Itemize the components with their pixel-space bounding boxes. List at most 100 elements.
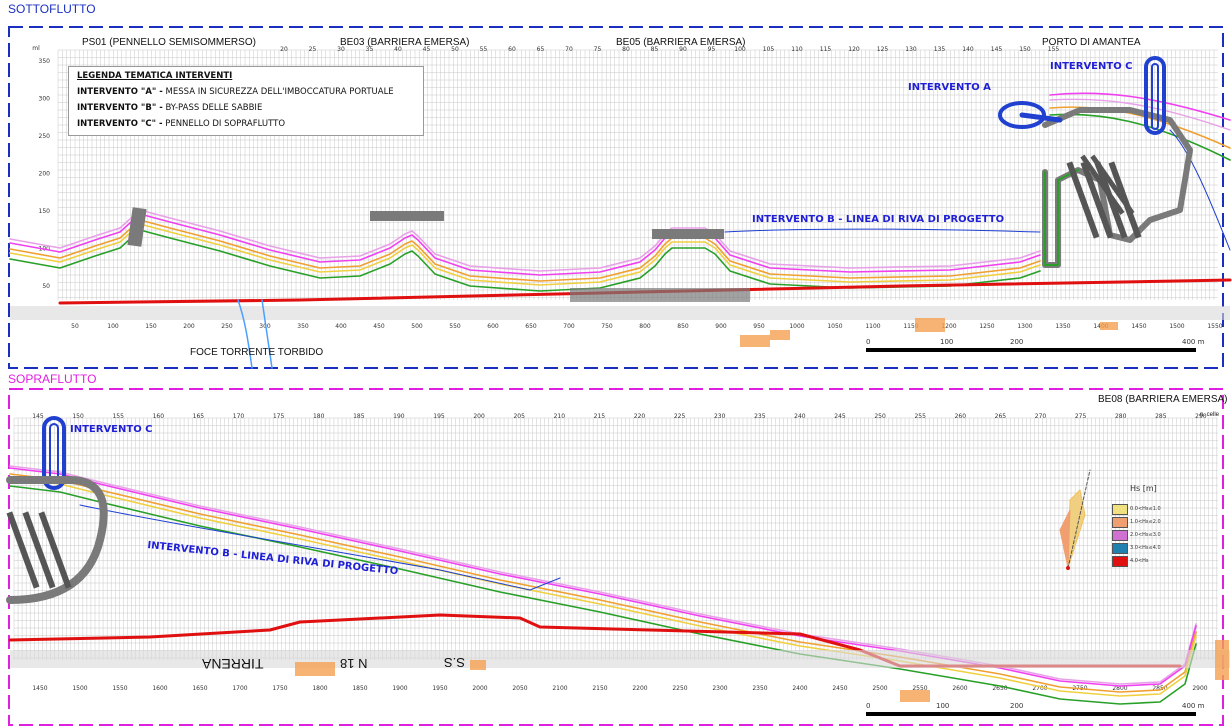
chainage-tick-label: 2350 [752,685,767,692]
cell-tick-label: 115 [820,46,832,53]
chainage-tick-label: 1450 [32,685,47,692]
cell-tick-label: 290 [1195,413,1207,420]
chainage-tick-label: 1350 [1055,323,1070,330]
chainage-tick-label: 50 [71,323,79,330]
cell-tick-label: 155 [112,413,124,420]
shoreline-top [9,219,1041,282]
shoreline-top [1049,98,1231,131]
cell-tick-label: 270 [1035,413,1047,420]
chainage-tick-label: 350 [297,323,309,330]
chainage-tick-label: 2700 [1032,685,1047,692]
cell-tick-label: 285 [1155,413,1167,420]
intervento-b-line-bottom [79,504,561,591]
bottom-grid [13,417,1218,660]
chainage-tick-label: 2450 [832,685,847,692]
shoreline-bottom [9,467,1197,687]
shoreline-top [1049,92,1231,121]
ps01-label: PS01 (PENNELLO SEMISOMMERSO) [82,37,256,48]
chainage-tick-label: 2500 [872,685,887,692]
cell-tick-label: 175 [273,413,285,420]
n-celle-label: n. celle [1200,412,1220,418]
building [295,662,335,676]
y-tick-label: 250 [39,133,51,140]
chainage-tick-label: 1550 [1207,323,1222,330]
building [740,335,770,347]
chainage-tick-label: 2050 [512,685,527,692]
be03-structure [370,211,444,221]
legend-title: LEGENDA TEMATICA INTERVENTI [77,71,233,81]
wave-rose-center [1066,566,1070,570]
interventi-legend: LEGENDA TEMATICA INTERVENTI INTERVENTO "… [68,66,424,136]
cell-tick-label: 70 [565,46,573,53]
cell-tick-label: 150 [1019,46,1031,53]
chainage-tick-label: 1500 [1169,323,1184,330]
intervento-b-line-top [724,228,1041,233]
cell-tick-label: 230 [714,413,726,420]
wave-rose [1059,509,1071,569]
chainage-tick-label: 300 [259,323,271,330]
chainage-tick-label: 1000 [789,323,804,330]
cell-tick-label: 265 [995,413,1007,420]
legend-row-a: INTERVENTO "A" - MESSA IN SICUREZZA DELL… [77,87,394,97]
n18-label: N 18 [340,656,368,671]
chainage-tick-label: 700 [563,323,575,330]
cell-tick-label: 125 [877,46,889,53]
cell-tick-label: 235 [754,413,766,420]
scale-label: 200 [1010,702,1023,710]
hs-legend-title: Hs [m] [1130,484,1157,493]
cell-tick-label: 95 [708,46,716,53]
chainage-tick-label: 900 [715,323,727,330]
port-pier [1080,161,1114,239]
scale-bar-top [866,348,1196,352]
hs-legend-row: 4.0<Hs [1112,556,1190,567]
ps01-structure [127,207,147,247]
chainage-tick-label: 1100 [865,323,880,330]
chainage-tick-label: 1150 [903,323,918,330]
cell-tick-label: 140 [962,46,974,53]
chainage-tick-label: 1900 [392,685,407,692]
scale-label: 100 [936,702,949,710]
cell-tick-label: 30 [337,46,345,53]
cell-tick-label: 145 [32,413,44,420]
be05-structure [652,229,724,239]
cell-tick-label: 110 [791,46,803,53]
top-panel-title: SOTTOFLUTTO [8,2,96,16]
cell-tick-label: 105 [763,46,775,53]
cell-tick-label: 185 [353,413,365,420]
shoreline-top [9,223,1041,286]
chainage-tick-label: 2800 [1112,685,1127,692]
cell-tick-label: 80 [622,46,630,53]
beach-fill-top [570,288,750,302]
chainage-tick-label: 1500 [72,685,87,692]
torrent-line [237,299,253,369]
coast-strip-bottom [10,650,1230,668]
chainage-tick-label: 650 [525,323,537,330]
chainage-tick-label: 450 [373,323,385,330]
chainage-tick-label: 2250 [672,685,687,692]
chainage-tick-label: 2400 [792,685,807,692]
port-outline-green [1044,169,1079,266]
chainage-tick-label: 2100 [552,685,567,692]
y-tick-label: 150 [39,208,51,215]
scale-label: 200 [1010,338,1023,346]
y-tick-label: 350 [39,58,51,65]
cell-tick-label: 245 [834,413,846,420]
foce-label: FOCE TORRENTE TORBIDO [190,347,324,358]
cell-tick-label: 60 [508,46,516,53]
building [915,318,945,332]
chainage-tick-label: 2550 [912,685,927,692]
chainage-tick-label: 1650 [192,685,207,692]
chainage-tick-label: 950 [753,323,765,330]
chainage-tick-label: 1250 [979,323,994,330]
chainage-tick-label: 2600 [952,685,967,692]
bottom-panel-title: SOPRAFLUTTO [8,372,97,386]
scale-label: 0 [866,702,870,710]
cell-tick-label: 190 [393,413,405,420]
hs-legend-row: 3.0<Hs≤4.0 [1112,543,1190,554]
intervento-a-label: INTERVENTO A [908,82,991,93]
chainage-tick-label: 400 [335,323,347,330]
cell-tick-label: 50 [451,46,459,53]
intervento-c-structure-bottom [42,416,66,490]
cell-tick-label: 195 [433,413,445,420]
chainage-tick-label: 800 [639,323,651,330]
